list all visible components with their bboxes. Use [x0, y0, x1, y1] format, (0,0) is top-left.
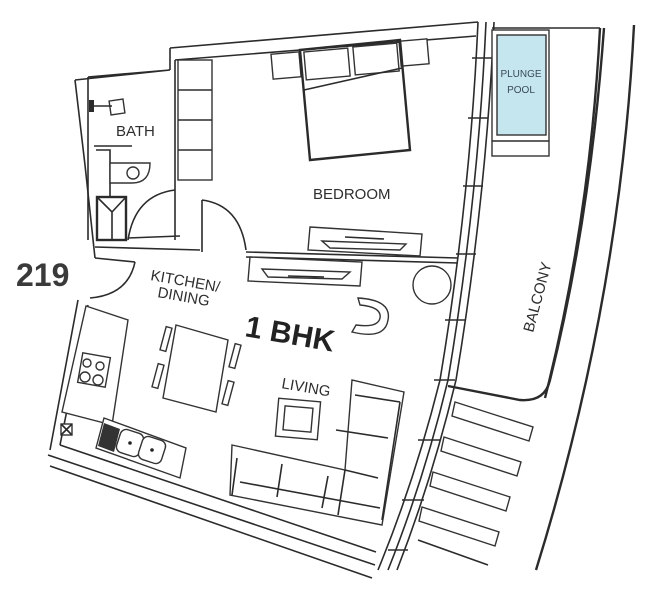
- kitchen-door: [201, 199, 247, 252]
- bath-label: BATH: [116, 123, 155, 140]
- balcony: [417, 24, 636, 571]
- living-label: LIVING: [280, 375, 331, 400]
- round-table-icon: [412, 265, 452, 305]
- basin-icon: [108, 98, 126, 116]
- chair-icon: [151, 362, 165, 390]
- window-wall: [377, 21, 495, 571]
- unit-type-label: 1 BHK: [243, 310, 338, 358]
- pool-label-2: POOL: [507, 85, 535, 96]
- kitchen: [60, 305, 242, 479]
- chair-icon: [159, 325, 173, 353]
- chair-icon: [221, 379, 235, 407]
- bedroom-label: BEDROOM: [313, 186, 391, 203]
- bed-icon: [298, 38, 412, 162]
- wardrobe: [177, 59, 213, 181]
- drainboard-icon: [98, 423, 120, 452]
- living: [229, 256, 452, 526]
- pool-label: PLUNGE: [500, 69, 541, 80]
- armchair-icon: [350, 297, 390, 335]
- bedroom: [270, 38, 430, 257]
- side-table-icon: [270, 51, 302, 80]
- balcony-label: BALCONY: [520, 260, 555, 334]
- plunge-pool-area: PLUNGE POOL: [491, 27, 602, 399]
- dining-table-icon: [162, 324, 229, 413]
- unit-number-label: 219: [16, 257, 69, 293]
- chair-icon: [228, 342, 242, 370]
- pool-water: [496, 34, 547, 136]
- side-table-icon: [398, 38, 430, 67]
- bathroom: [89, 98, 181, 242]
